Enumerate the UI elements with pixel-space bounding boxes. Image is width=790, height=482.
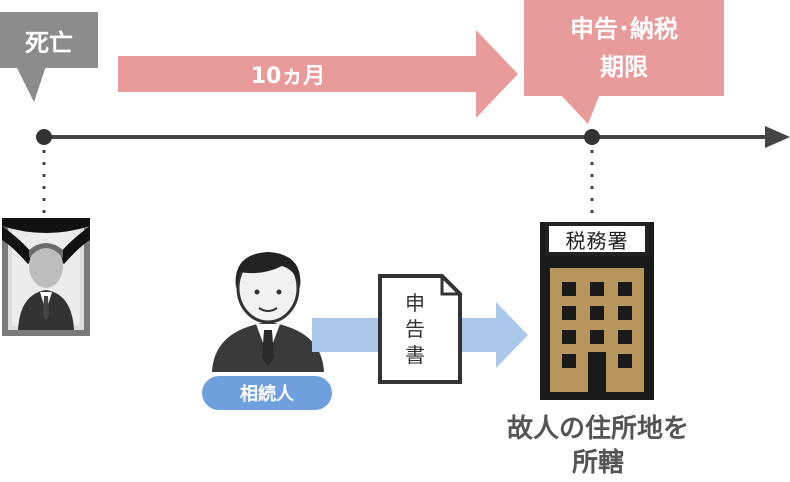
tax-office-sign-label: 税務署	[565, 228, 629, 253]
death-label: 死亡	[25, 28, 73, 57]
heir-person-icon	[212, 252, 324, 372]
deadline-label-line1: 申告･納税	[570, 15, 678, 43]
memorial-portrait-icon	[2, 218, 90, 336]
deadline-point	[584, 129, 600, 145]
period-label-box: 10ヵ月	[118, 56, 458, 92]
death-callout: 死亡	[0, 12, 98, 68]
heir-badge: 相続人	[202, 376, 332, 410]
deadline-label-line2: 期限	[600, 53, 648, 81]
jurisdiction-line1: 故人の住所地を	[506, 414, 689, 444]
timeline-arrowhead	[765, 126, 790, 148]
document-char: 書	[405, 343, 425, 367]
flow-arrow-head	[496, 302, 528, 368]
death-callout-tail	[16, 66, 46, 102]
document-char: 申	[405, 291, 425, 315]
tax-office-sign: 税務署	[545, 222, 649, 256]
jurisdiction-caption: 故人の住所地を 所轄	[468, 412, 728, 480]
jurisdiction-line2: 所轄	[571, 448, 624, 478]
document-icon	[378, 274, 462, 384]
deadline-callout-tail	[560, 94, 600, 124]
document-char: 告	[405, 317, 425, 341]
period-arrow	[118, 30, 518, 118]
period-label: 10ヵ月	[250, 64, 326, 89]
heir-label: 相続人	[240, 384, 294, 405]
document-title: 申 告 書	[395, 290, 435, 368]
deadline-callout: 申告･納税 期限	[524, 0, 724, 96]
death-point	[36, 129, 52, 145]
